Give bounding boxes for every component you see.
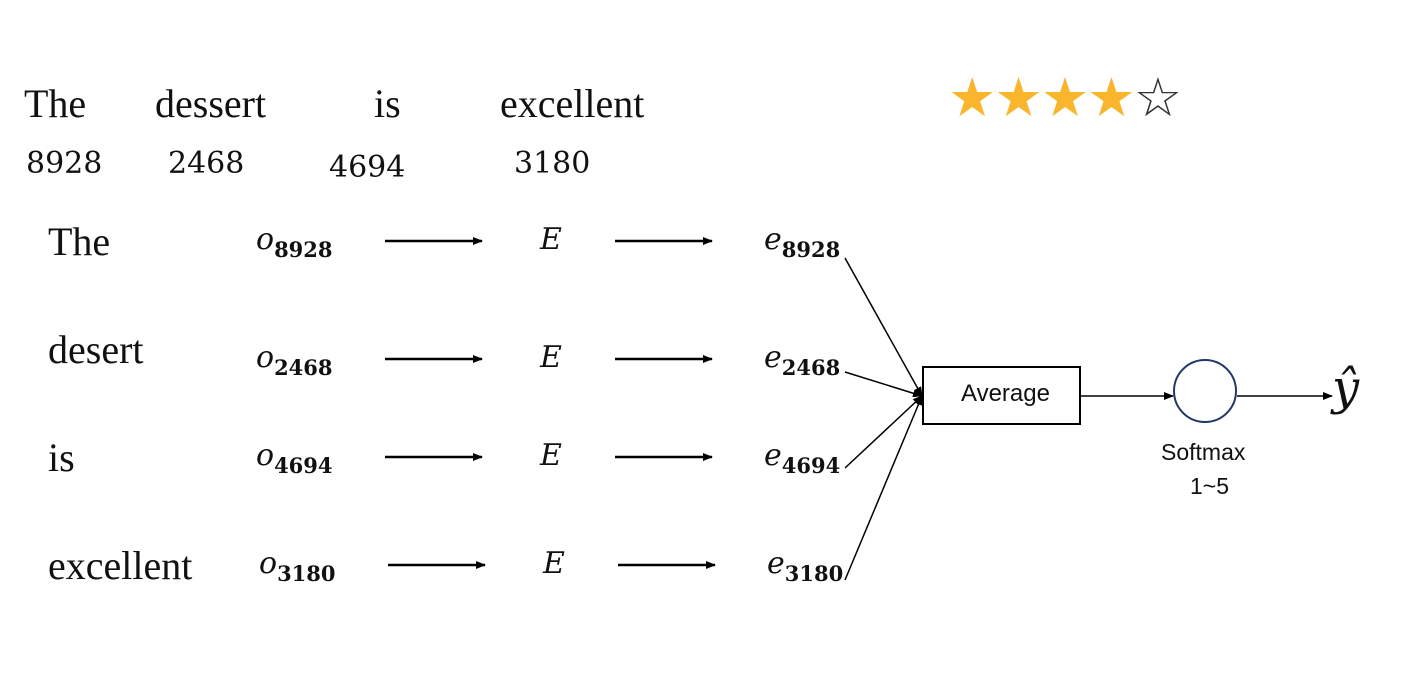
onehot-vector: o3180 xyxy=(259,546,336,586)
edge-e3180-to-average xyxy=(844,395,923,581)
embedding-matrix: E xyxy=(543,546,565,581)
sentence-word: dessert xyxy=(155,81,267,126)
word-index: 8928 xyxy=(26,146,103,181)
embedding-vector: e8928 xyxy=(764,222,841,262)
average-label: Average xyxy=(961,380,1050,407)
edge-e2468-to-average xyxy=(844,371,923,398)
edge-e8928-to-average xyxy=(844,257,923,397)
softmax-label: Softmax xyxy=(1161,439,1246,465)
word-index: 3180 xyxy=(514,146,591,181)
embedding-vector: e2468 xyxy=(764,340,841,380)
star-filled-icon: ★ xyxy=(948,66,996,129)
edge-e4694-to-average xyxy=(844,395,923,469)
embedding-vector: e4694 xyxy=(764,438,841,478)
embedding-vector: e3180 xyxy=(767,546,844,586)
sentence-word: excellent xyxy=(500,81,645,126)
word-index: 2468 xyxy=(168,146,245,181)
row-word: is xyxy=(48,435,75,480)
embedding-matrix: E xyxy=(540,222,562,257)
row-word: The xyxy=(48,219,111,264)
word-index: 4694 xyxy=(329,150,406,185)
sentence-word: The xyxy=(24,81,87,126)
softmax-range: 1~5 xyxy=(1190,473,1230,499)
star-filled-icon: ★ xyxy=(1087,66,1135,129)
star-rating: ★★★★☆ xyxy=(948,66,1182,129)
softmax-node xyxy=(1173,359,1237,423)
star-filled-icon: ★ xyxy=(994,66,1042,129)
onehot-vector: o2468 xyxy=(256,340,333,380)
embedding-matrix: E xyxy=(540,438,562,473)
onehot-vector: o8928 xyxy=(256,222,333,262)
row-word: excellent xyxy=(48,543,193,588)
sentence-word: is xyxy=(374,81,401,126)
star-empty-icon: ☆ xyxy=(1133,66,1182,129)
row-word: desert xyxy=(48,327,144,372)
onehot-vector: o4694 xyxy=(256,438,333,478)
star-filled-icon: ★ xyxy=(1040,66,1089,129)
average-box xyxy=(922,366,1081,425)
output-y-hat: ŷ xyxy=(1332,360,1360,416)
embedding-matrix: E xyxy=(540,340,562,375)
